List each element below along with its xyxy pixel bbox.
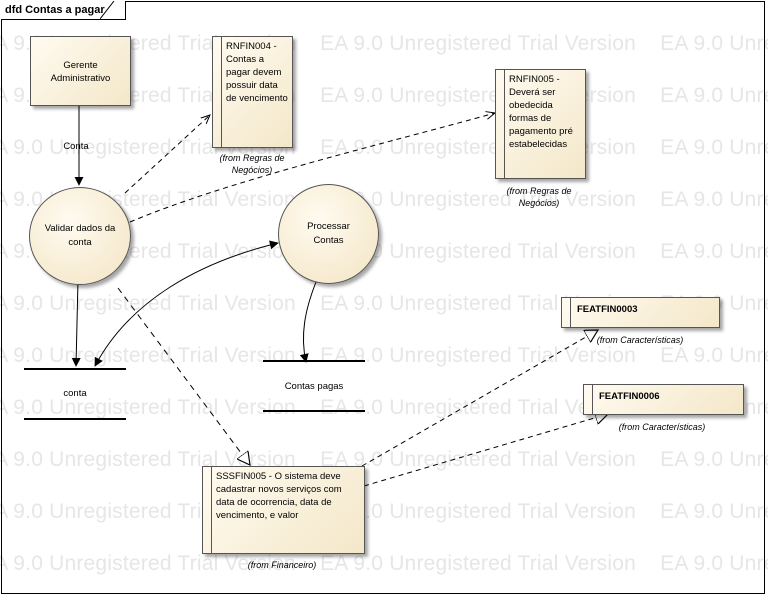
flow-processar-to-contas-pagas [299, 281, 317, 363]
requirement-stripe [203, 467, 212, 553]
feature-featfin0006-from: (from Características) [618, 422, 706, 432]
dependency-sssfin005-featfin0006 [363, 414, 608, 487]
feature-stripe [562, 298, 571, 327]
feature-featfin0003-from: (from Características) [596, 335, 684, 345]
data-store-top-line [263, 360, 365, 362]
requirement-rnfin004-text: RNFIN004 - Contas a pagar devem possuir … [226, 41, 288, 104]
flow-processar-conta-bidirectional [94, 240, 279, 367]
requirement-stripe [496, 70, 505, 178]
diagram-tab-corner [100, 1, 115, 20]
data-store-conta-label: conta [63, 388, 87, 399]
feature-featfin0003-label: FEATFIN0003 [577, 304, 638, 315]
feature-featfin0003[interactable]: FEATFIN0003 [561, 297, 720, 328]
requirement-rnfin005-from: (from Regras de Negócios) [506, 186, 572, 208]
diagram-title: dfd Contas a pagar [1, 1, 126, 20]
requirement-rnfin004[interactable]: RNFIN004 - Contas a pagar devem possuir … [212, 36, 293, 148]
process-processar-contas[interactable]: Processar Contas [278, 184, 379, 284]
process-validar-label: Validar dados da conta [44, 223, 116, 248]
data-store-bottom-line [24, 418, 126, 420]
requirement-sssfin005-text: SSSFIN005 - O sistema deve cadastrar nov… [216, 471, 342, 521]
data-store-conta[interactable]: conta [24, 368, 126, 422]
requirement-sssfin005-from: (from Financeiro) [247, 560, 317, 570]
requirement-rnfin005[interactable]: RNFIN005 - Deverá ser obedecida formas d… [495, 69, 586, 179]
feature-featfin0006[interactable]: FEATFIN0006 [583, 384, 744, 415]
dependency-validar-rnfin005 [129, 113, 495, 223]
dependency-validar-rnfin004 [124, 115, 210, 194]
requirement-rnfin004-from: (from Regras de Negócios) [219, 153, 285, 175]
process-validar-dados[interactable]: Validar dados da conta [29, 187, 131, 285]
requirement-stripe [213, 37, 222, 147]
feature-featfin0006-label: FEATFIN0006 [599, 391, 660, 402]
dependency-sssfin005-featfin0003 [361, 330, 598, 467]
external-entity-label: Gerente Administrativo [50, 60, 111, 84]
requirement-sssfin005[interactable]: SSSFIN005 - O sistema deve cadastrar nov… [202, 466, 365, 554]
data-store-contas-pagas[interactable]: Contas pagas [263, 360, 365, 414]
process-processar-label: Processar Contas [307, 221, 350, 246]
external-entity[interactable]: Gerente Administrativo [30, 36, 131, 106]
data-store-top-line [24, 368, 126, 370]
feature-stripe [584, 385, 593, 414]
data-store-contas-pagas-label: Contas pagas [284, 381, 344, 392]
flow-validar-to-conta-line [71, 279, 81, 367]
realization-validar-sssfin005 [117, 287, 250, 465]
requirement-rnfin005-text: RNFIN005 - Deverá ser obedecida formas d… [509, 74, 573, 150]
data-store-bottom-line [263, 410, 365, 412]
flow-label-conta: Conta [63, 141, 89, 152]
